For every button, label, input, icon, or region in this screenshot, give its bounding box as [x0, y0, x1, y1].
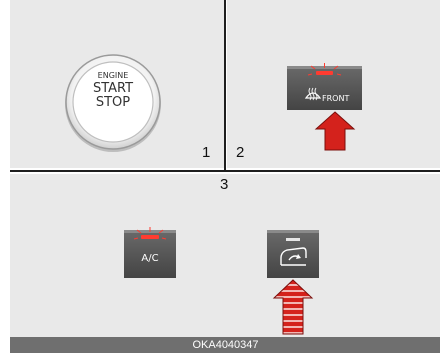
- recirculation-button[interactable]: [267, 230, 319, 278]
- recirculation-icon: [280, 247, 307, 266]
- ac-indicator-light: [133, 227, 167, 240]
- engine-button-inner-ring: [72, 61, 154, 143]
- recirculation-indicator-light: [286, 238, 300, 241]
- front-defrost-button[interactable]: FRONT: [287, 63, 362, 110]
- front-defrost-icon: [304, 87, 322, 101]
- callout-3: 3: [220, 176, 229, 193]
- figure-caption: OKA4040347: [10, 337, 440, 353]
- recirculation-button-top-bevel: [267, 230, 319, 233]
- vertical-divider: [224, 0, 226, 171]
- engine-button-line1: ENGINE: [98, 71, 129, 80]
- arrow-up-icon: [314, 111, 356, 151]
- ac-button[interactable]: A/C: [124, 227, 176, 278]
- engine-start-stop-button[interactable]: ENGINE START STOP: [60, 50, 166, 156]
- arrow-up-icon: [272, 279, 314, 335]
- ac-label: A/C: [141, 253, 158, 264]
- callout-2: 2: [236, 144, 245, 161]
- front-defrost-label: FRONT: [322, 94, 349, 103]
- horizontal-divider: [10, 170, 440, 172]
- engine-button-line3: STOP: [96, 95, 130, 110]
- callout-1: 1: [202, 144, 211, 161]
- recirculation-button-body: [267, 230, 319, 278]
- front-defrost-indicator-light: [307, 63, 342, 76]
- engine-button-line2: START: [93, 81, 133, 96]
- panel-climate-controls: [10, 174, 440, 337]
